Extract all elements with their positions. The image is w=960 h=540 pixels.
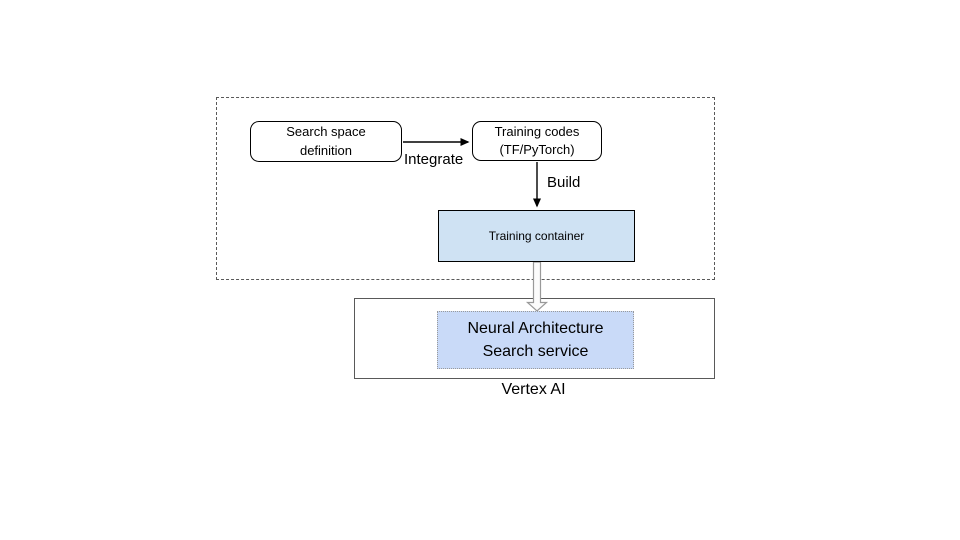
search-space-label-line2: definition [299,142,353,158]
training-container-node: Training container [438,210,635,262]
integrate-edge-label: Integrate [404,151,464,168]
build-edge-label: Build [547,174,581,191]
nas-service-label-line2: Search service [482,343,589,360]
nas-service-label-line1: Neural Architecture [467,319,604,337]
search-space-definition-node: Search space definition [250,121,402,162]
training-codes-label-line2: (TF/PyTorch) [499,142,575,157]
nas-service-node: Neural Architecture Search service [437,311,634,369]
search-space-label-line1: Search space [286,124,366,140]
training-codes-label-line1: Training codes [494,123,580,139]
vertex-ai-label: Vertex AI [501,381,566,398]
dashed-group-container [216,97,715,280]
training-codes-node: Training codes (TF/PyTorch) [472,121,602,161]
training-container-label: Training container [488,229,585,243]
